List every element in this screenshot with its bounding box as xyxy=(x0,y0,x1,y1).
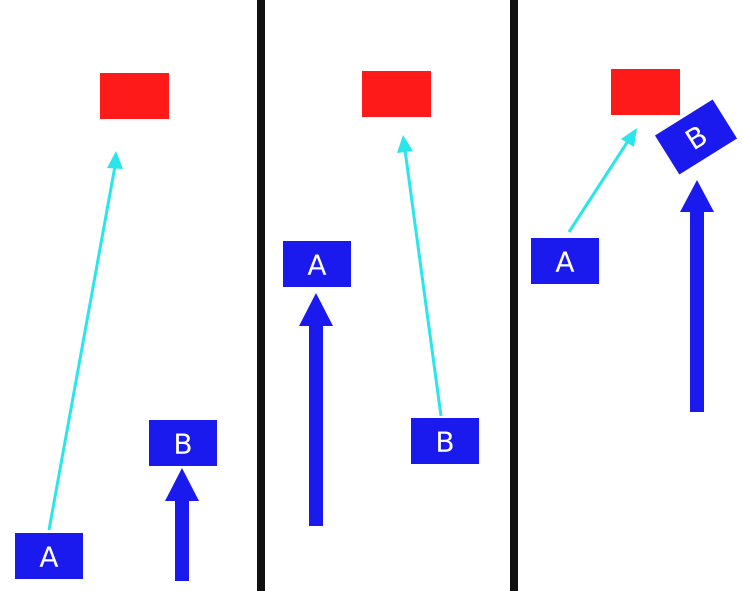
target-block xyxy=(362,71,431,117)
motion-arrow xyxy=(165,468,199,581)
motion-arrow xyxy=(680,180,714,412)
target-block xyxy=(611,69,680,115)
panel-2: A B xyxy=(283,71,479,526)
agent-box-b: B xyxy=(654,99,738,175)
agent-box-a: A xyxy=(531,238,599,284)
panel-divider-2 xyxy=(510,0,518,591)
agent-box-a: A xyxy=(283,241,351,287)
agent-label: A xyxy=(307,249,326,282)
agent-label: B xyxy=(435,426,454,459)
agent-label: B xyxy=(173,428,192,461)
agent-box-b: B xyxy=(149,420,217,466)
agent-label: A xyxy=(555,246,574,279)
sight-line-arrow xyxy=(397,135,443,417)
panel-3: A B xyxy=(531,69,738,412)
panel-divider-1 xyxy=(257,0,265,591)
motion-arrow xyxy=(299,293,333,526)
agent-label: A xyxy=(39,541,58,574)
sight-line-arrow xyxy=(567,128,637,233)
target-block xyxy=(100,73,169,119)
panel-1: A B xyxy=(15,73,217,581)
agent-box-b: B xyxy=(411,418,479,464)
sight-line-arrow xyxy=(47,151,123,531)
agent-box-a: A xyxy=(15,533,83,579)
